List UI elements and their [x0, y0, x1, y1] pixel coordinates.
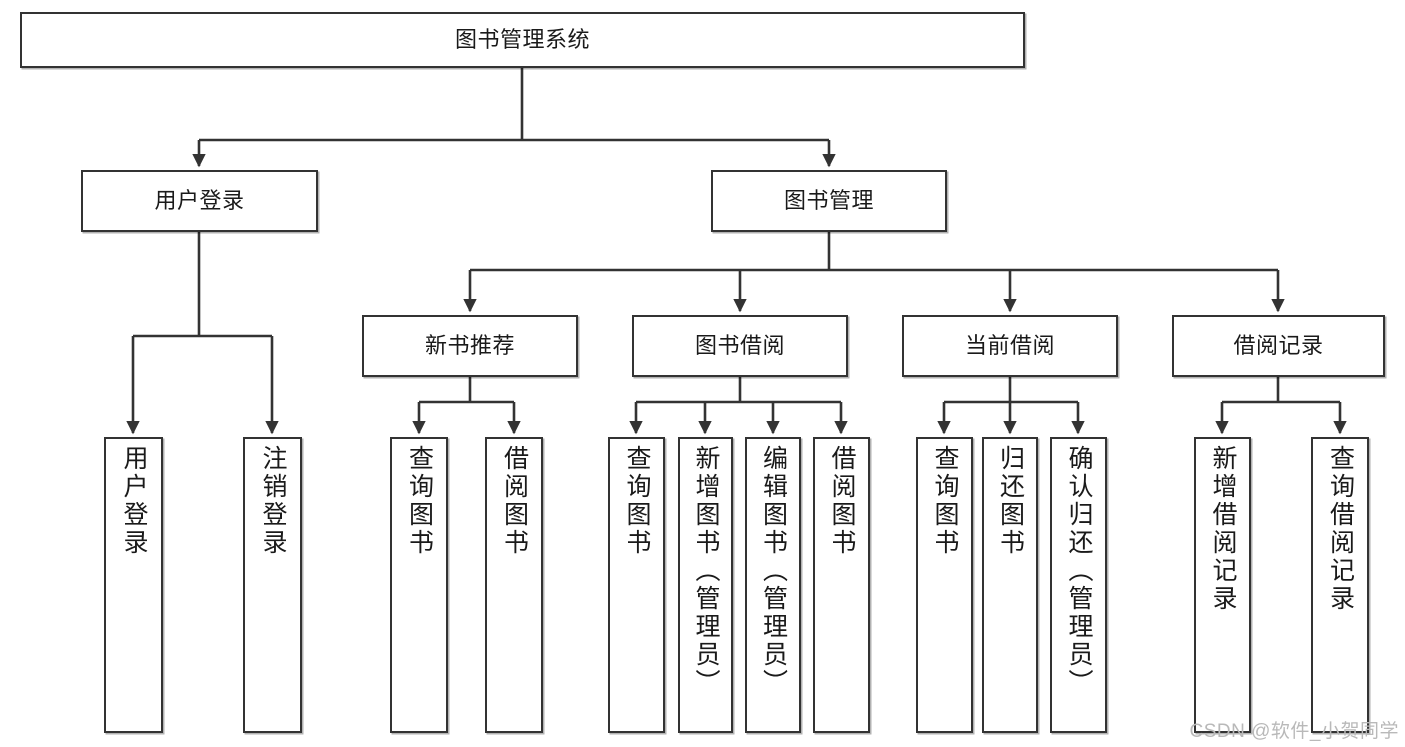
node-current-borrow[interactable]: 当前借阅: [902, 315, 1118, 377]
node-label: 确认归还（管理员）: [1065, 445, 1093, 697]
node-label: 查询图书: [623, 445, 651, 557]
node-label: 图书管理系统: [454, 27, 590, 53]
node-leaf-edit-book-admin[interactable]: 编辑图书（管理员）: [745, 437, 801, 733]
node-leaf-borrow-book[interactable]: 借阅图书: [813, 437, 870, 733]
node-label: 借阅图书: [828, 445, 856, 557]
node-leaf-add-book-admin[interactable]: 新增图书（管理员）: [678, 437, 733, 733]
node-label: 借阅图书: [500, 445, 529, 557]
node-label: 查询图书: [405, 445, 434, 557]
node-root-book-management-system[interactable]: 图书管理系统: [20, 12, 1025, 68]
node-label: 用户登录: [120, 445, 148, 557]
node-leaf-user-logout[interactable]: 注销登录: [243, 437, 302, 733]
node-label: 新书推荐: [424, 333, 515, 359]
csdn-watermark: CSDN @软件_小贺同学: [1189, 721, 1399, 742]
node-label: 查询借阅记录: [1326, 445, 1355, 613]
node-label: 图书管理: [783, 188, 874, 214]
node-book-management[interactable]: 图书管理: [711, 170, 947, 232]
node-label: 查询图书: [931, 445, 959, 557]
node-leaf-query-borrow-record[interactable]: 查询借阅记录: [1311, 437, 1369, 733]
node-label: 编辑图书（管理员）: [759, 445, 788, 697]
node-leaf-query-book-recommend[interactable]: 查询图书: [390, 437, 448, 733]
node-leaf-borrow-book-recommend[interactable]: 借阅图书: [485, 437, 543, 733]
node-label: 当前借阅: [964, 333, 1055, 359]
node-leaf-return-book[interactable]: 归还图书: [982, 437, 1038, 733]
node-label: 新增图书（管理员）: [692, 445, 720, 697]
node-leaf-query-book-current[interactable]: 查询图书: [916, 437, 973, 733]
node-leaf-user-login[interactable]: 用户登录: [104, 437, 163, 733]
node-book-borrow[interactable]: 图书借阅: [632, 315, 848, 377]
node-leaf-add-borrow-record[interactable]: 新增借阅记录: [1194, 437, 1251, 733]
node-label: 用户登录: [154, 188, 245, 214]
node-leaf-query-book-borrow[interactable]: 查询图书: [608, 437, 665, 733]
node-user-login[interactable]: 用户登录: [81, 170, 318, 232]
node-label: 借阅记录: [1233, 333, 1324, 359]
node-leaf-confirm-return-admin[interactable]: 确认归还（管理员）: [1050, 437, 1107, 733]
node-borrow-record[interactable]: 借阅记录: [1172, 315, 1385, 377]
node-new-book-recommend[interactable]: 新书推荐: [362, 315, 578, 377]
node-label: 新增借阅记录: [1209, 445, 1237, 613]
node-label: 归还图书: [996, 445, 1025, 557]
node-label: 图书借阅: [694, 333, 785, 359]
node-label: 注销登录: [259, 445, 287, 557]
